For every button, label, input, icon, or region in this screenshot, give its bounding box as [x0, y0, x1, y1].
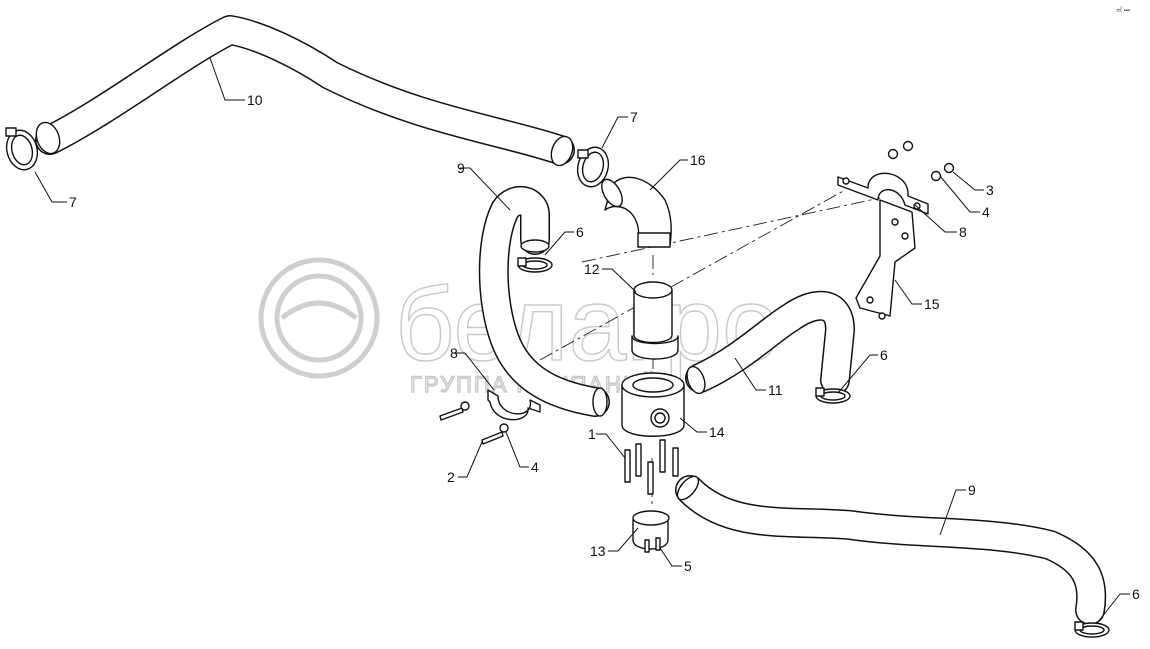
hose-11: [685, 290, 855, 395]
callout-16: 16: [690, 152, 706, 168]
callout-2: 2: [447, 469, 455, 485]
callout-labels: 10 7 7 16 9 6 12 3 4 8 15 6 11 8 14 1 2 …: [69, 92, 1140, 602]
callout-6-upper: 6: [576, 224, 584, 240]
nut-upper-2: [943, 162, 955, 174]
washer-4b: [499, 423, 509, 433]
watermark-logo-arc: [280, 300, 358, 320]
clamp-6-right: [815, 387, 851, 404]
callout-12: 12: [584, 261, 600, 277]
tube-12: [631, 281, 679, 360]
bracket-8-upper: [837, 172, 929, 215]
hose-10: [35, 15, 575, 167]
bracket-15: [855, 199, 916, 320]
callout-11: 11: [768, 382, 783, 398]
callout-13: 13: [590, 543, 606, 559]
callout-10: 10: [247, 92, 263, 108]
washer-upper-2: [930, 170, 942, 182]
callout-6-lower: 6: [1132, 586, 1140, 602]
callout-6-right: 6: [880, 347, 888, 363]
plug-13: [632, 510, 670, 550]
assembly-line-b: [539, 189, 846, 361]
housing-14: [621, 372, 685, 437]
callout-14: 14: [709, 424, 725, 440]
callout-7-right: 7: [630, 109, 638, 125]
bolts-1: [624, 439, 679, 495]
leader-lines: [34, 57, 1130, 623]
washer-upper-1: [887, 148, 899, 160]
hose-10-end-right: [550, 135, 574, 167]
callout-15: 15: [924, 296, 940, 312]
bracket-8-lower: [487, 389, 541, 421]
clamp-6-upper: [517, 257, 553, 273]
bolt-2b: [481, 431, 504, 445]
washer-4a: [460, 401, 470, 411]
bolt-2a: [439, 407, 464, 421]
assembly-line-a: [581, 197, 881, 263]
callout-4-upper: 4: [982, 204, 990, 220]
clamp-7-right: [576, 146, 610, 188]
elbow-16: [601, 176, 672, 248]
callout-7-left: 7: [69, 194, 77, 210]
callout-3: 3: [986, 182, 994, 198]
fasteners-lower-left: [439, 401, 509, 445]
clamp-6-lower: [1074, 621, 1110, 638]
fasteners-upper-right: [887, 140, 955, 182]
nut-upper-1: [902, 140, 914, 152]
clamp-7-left: [5, 127, 39, 171]
watermark-logo-inner: [274, 273, 364, 363]
callout-5: 5: [684, 558, 692, 574]
callout-9-lower: 9: [968, 482, 976, 498]
corner-mark: ㎡ ▪▪▪: [1116, 6, 1130, 14]
hose-9-lower: [675, 475, 1107, 625]
callout-1: 1: [588, 426, 596, 442]
watermark-logo-outer: [258, 257, 380, 379]
callout-8-lower: 8: [450, 345, 458, 361]
hose-9-upper: [478, 186, 610, 417]
hose-10-end-left: [35, 121, 61, 155]
pins-5: [644, 537, 661, 553]
callout-8-upper: 8: [959, 224, 967, 240]
callout-4-lower: 4: [531, 459, 539, 475]
callout-9-upper: 9: [457, 160, 465, 176]
